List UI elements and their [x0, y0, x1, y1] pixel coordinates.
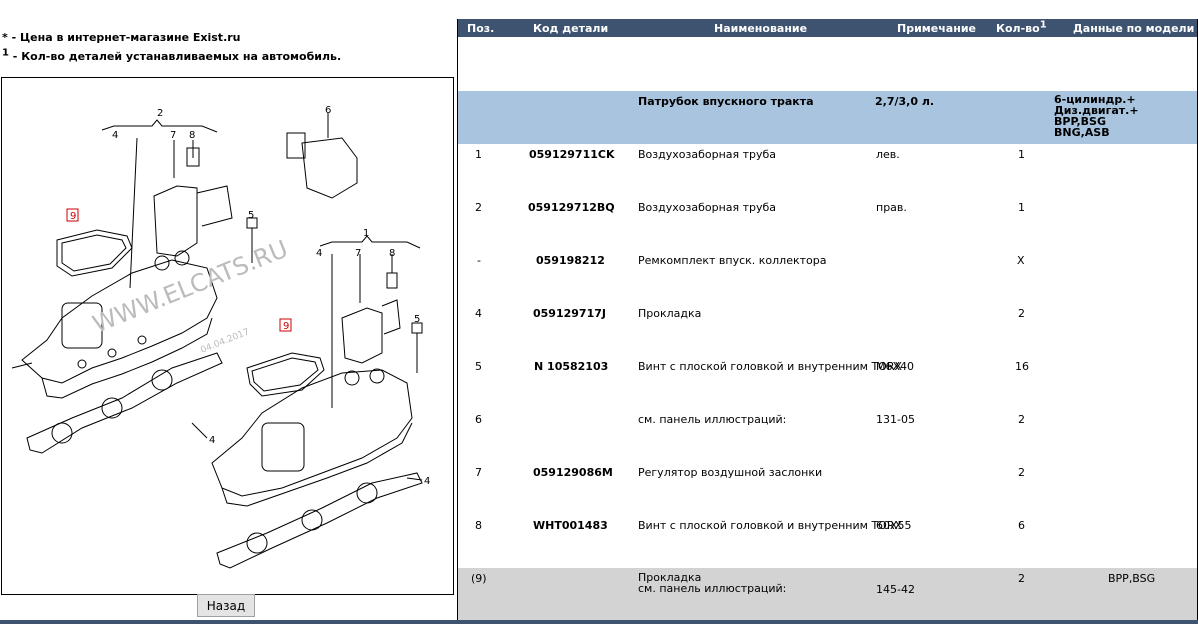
header-code: Код детали: [533, 22, 609, 35]
callout-7-right: 7: [355, 248, 361, 259]
table-row[interactable]: 4 059129717J Прокладка 2: [458, 303, 1197, 356]
row-code[interactable]: WHT001483: [533, 519, 608, 532]
group-model-line: BNG,ASB: [1054, 126, 1110, 139]
callout-4-lower-right: 4: [424, 476, 430, 487]
row-pos: 2: [475, 201, 482, 214]
row-pos: 8: [475, 519, 482, 532]
row-qty: 1: [1018, 148, 1025, 161]
row-name: Винт с плоской головкой и внутренним TOR…: [638, 360, 902, 373]
row-qty: 16: [1015, 360, 1029, 373]
callout-4-lower-left: 4: [209, 435, 215, 446]
row-note: 145-42: [876, 583, 915, 596]
row-pos: 6: [475, 413, 482, 426]
header-qty-label: Кол-во: [996, 22, 1040, 35]
group-model-line: 6-цилиндр.+: [1054, 93, 1136, 106]
group-model: 6-цилиндр.+ Диз.двигат.+ BPP,BSG BNG,ASB: [1054, 94, 1139, 138]
row-name-line: Прокладка: [638, 571, 702, 584]
callout-5-right: 5: [414, 314, 420, 325]
table-row[interactable]: - 059198212 Ремкомплект впуск. коллектор…: [458, 250, 1197, 303]
group-row: Патрубок впускного тракта 2,7/3,0 л. 6-ц…: [458, 91, 1197, 144]
table-row-highlighted[interactable]: (9) Прокладка см. панель иллюстраций: 14…: [458, 568, 1197, 620]
callout-9-right: 9: [283, 321, 289, 332]
row-note: M6X40: [876, 360, 915, 373]
qty-note-text: - Кол-во деталей устанавливаемых на авто…: [8, 50, 342, 63]
row-qty: 2: [1018, 307, 1025, 320]
group-model-line: Диз.двигат.+: [1054, 104, 1139, 117]
row-qty: 6: [1018, 519, 1025, 532]
header-pos: Поз.: [467, 22, 495, 35]
header-model: Данные по модели: [1073, 22, 1195, 35]
table-row[interactable]: 2 059129712BQ Воздухозаборная труба прав…: [458, 197, 1197, 250]
callout-5-left: 5: [248, 210, 254, 221]
callout-4-upper-right: 4: [316, 248, 322, 259]
row-qty: 2: [1018, 572, 1025, 585]
row-note: 131-05: [876, 413, 915, 426]
header-name: Наименование: [714, 22, 808, 35]
row-qty: 2: [1018, 413, 1025, 426]
row-name: см. панель иллюстраций:: [638, 413, 787, 426]
table-row[interactable]: 7 059129086M Регулятор воздушной заслонк…: [458, 462, 1197, 515]
row-code[interactable]: 059129086M: [533, 466, 613, 479]
table-header: Поз. Код детали Наименование Примечание …: [458, 19, 1197, 37]
callout-7-left: 7: [170, 130, 176, 141]
price-note: * - Цена в интернет-магазине Exist.ru: [2, 31, 241, 44]
watermark: WWW.ELCATS.RU: [89, 235, 292, 339]
row-name: Регулятор воздушной заслонки: [638, 466, 823, 479]
row-name: Прокладка см. панель иллюстраций:: [638, 572, 786, 594]
callout-2: 2: [157, 108, 163, 119]
row-code[interactable]: 059129712BQ: [528, 201, 615, 214]
table-row[interactable]: 1 059129711CK Воздухозаборная труба лев.…: [458, 144, 1197, 197]
row-name: Винт с плоской головкой и внутренним TOR…: [638, 519, 902, 532]
row-note: 60X55: [876, 519, 912, 532]
date-stamp: 04.04.2017: [199, 327, 251, 356]
qty-note: 1 - Кол-во деталей устанавливаемых на ав…: [2, 47, 342, 63]
group-name: Патрубок впускного тракта: [638, 95, 814, 108]
table-row[interactable]: 6 см. панель иллюстраций: 131-05 2: [458, 409, 1197, 462]
row-qty: 1: [1018, 201, 1025, 214]
row-qty: 2: [1018, 466, 1025, 479]
row-model: BPP,BSG: [1108, 572, 1156, 585]
row-code[interactable]: 059129717J: [533, 307, 606, 320]
row-name-line: см. панель иллюстраций:: [638, 582, 787, 595]
row-pos: 5: [475, 360, 482, 373]
table-row[interactable]: 5 N 10582103 Винт с плоской головкой и в…: [458, 356, 1197, 409]
callout-9-left: 9: [70, 211, 76, 222]
parts-diagram: 1 2 4 4 4 5 5 6 7 7 8 8 4 9 9 WWW.ELCATS…: [1, 77, 454, 595]
row-code[interactable]: 059198212: [536, 254, 605, 267]
qty-note-mark: 1: [2, 47, 9, 59]
parts-diagram-drawing: 1 2 4 4 4 5 5 6 7 7 8 8 4 9 9 WWW.ELCATS…: [11, 105, 430, 569]
callout-8-right: 8: [389, 248, 395, 259]
row-code[interactable]: N 10582103: [534, 360, 609, 373]
row-name: Воздухозаборная труба: [638, 201, 777, 214]
row-note: лев.: [876, 148, 900, 161]
row-note: прав.: [876, 201, 907, 214]
row-qty: X: [1017, 254, 1025, 267]
header-qty-mark: 1: [1039, 19, 1047, 31]
row-code[interactable]: 059129711CK: [529, 148, 615, 161]
header-note: Примечание: [897, 22, 976, 35]
group-note: 2,7/3,0 л.: [875, 95, 935, 108]
callout-1: 1: [363, 228, 369, 239]
back-button[interactable]: Назад: [197, 594, 255, 617]
row-pos: (9): [471, 572, 487, 585]
row-name: Воздухозаборная труба: [638, 148, 777, 161]
header-qty: Кол-во1: [996, 19, 1047, 35]
group-model-line: BPP,BSG: [1054, 115, 1107, 128]
row-pos: 7: [475, 466, 482, 479]
table-row[interactable]: 8 WHT001483 Винт с плоской головкой и вн…: [458, 515, 1197, 568]
bottom-bar: [0, 620, 1198, 624]
row-name: Прокладка: [638, 307, 702, 320]
callout-4-upper-left: 4: [112, 130, 118, 141]
callout-8-left: 8: [189, 130, 195, 141]
row-pos: -: [477, 254, 481, 267]
row-pos: 4: [475, 307, 482, 320]
row-name: Ремкомплект впуск. коллектора: [638, 254, 827, 267]
parts-table: Поз. Код детали Наименование Примечание …: [457, 19, 1198, 620]
callout-6: 6: [325, 105, 331, 116]
row-pos: 1: [475, 148, 482, 161]
